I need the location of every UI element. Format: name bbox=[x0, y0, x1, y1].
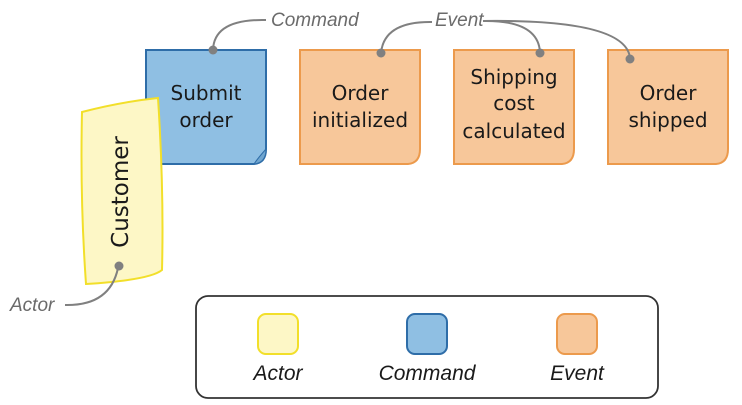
actor-note-customer: Customer bbox=[80, 96, 164, 286]
command-callout: Command bbox=[208, 10, 360, 55]
legend-actor-label: Actor bbox=[251, 362, 303, 385]
actor-callout: Actor bbox=[9, 261, 124, 316]
event-note-order-shipped: Order shipped bbox=[607, 49, 729, 165]
shipping-cost-line3: calculated bbox=[462, 119, 565, 143]
command-note-submit-order: Submit order bbox=[145, 49, 267, 165]
event-callout: Event bbox=[376, 10, 635, 64]
submit-order-line1: Submit bbox=[171, 81, 242, 105]
order-shipped-line2: shipped bbox=[628, 108, 707, 132]
legend-event-swatch bbox=[556, 313, 598, 355]
shipping-cost-line2: cost bbox=[493, 91, 535, 115]
event-note-shipping-cost-calculated: Shipping cost calculated bbox=[453, 49, 575, 165]
command-callout-label: Command bbox=[271, 10, 360, 31]
event-note-order-initialized: Order initialized bbox=[299, 49, 421, 165]
order-shipped-line1: Order bbox=[640, 81, 698, 105]
submit-order-line2: order bbox=[179, 108, 233, 132]
legend: Actor Command Event bbox=[195, 295, 659, 399]
order-initialized-line2: initialized bbox=[312, 108, 408, 132]
shipping-cost-line1: Shipping bbox=[470, 65, 557, 89]
legend-command-swatch bbox=[406, 313, 448, 355]
order-initialized-line1: Order bbox=[332, 81, 390, 105]
customer-label: Customer bbox=[108, 136, 134, 248]
actor-callout-label: Actor bbox=[9, 295, 55, 316]
event-callout-label: Event bbox=[435, 10, 484, 31]
legend-event-label: Event bbox=[550, 362, 605, 385]
legend-actor-swatch bbox=[257, 313, 299, 355]
legend-command-label: Command bbox=[379, 362, 477, 385]
